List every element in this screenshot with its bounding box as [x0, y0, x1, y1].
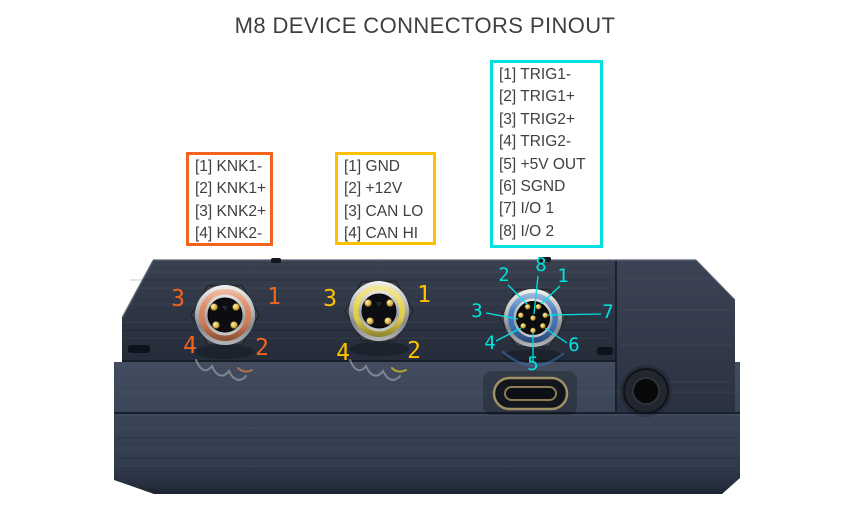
trigger-number-8: 8: [535, 254, 546, 276]
power-number-1: 1: [417, 282, 431, 308]
trigger-number-6: 6: [568, 334, 579, 356]
trigger-number-5: 5: [527, 353, 538, 375]
knk-reflection: [195, 359, 247, 381]
trigger-io-connector-graphic: 2 8 1 3 7 4 6 5: [471, 254, 613, 375]
trigger-number-7: 7: [602, 301, 613, 323]
usb-c-port: [483, 371, 577, 415]
power-can-pinout-box: [1] GND [2] +12V [3] CAN LO [4] CAN HI: [335, 152, 436, 245]
knk-number-3: 3: [171, 286, 185, 312]
trigger-io-pinout-box: [1] TRIG1- [2] TRIG1+ [3] TRIG2+ [4] TRI…: [490, 60, 603, 248]
knk-number-4: 4: [183, 333, 197, 359]
power-pin-1-label: [1] GND: [344, 158, 400, 175]
right-chamfer-edge: [695, 259, 736, 301]
trigger-number-2: 2: [498, 264, 509, 286]
knk-keying-notch: [222, 306, 228, 311]
plate-slot-right: [597, 347, 613, 355]
trigger-pin-4-label: [4] TRIG2-: [499, 133, 572, 151]
knk-number-1: 1: [267, 284, 281, 310]
top-notch-right: [538, 257, 551, 262]
knk-pinout-box: [1] KNK1- [2] KNK1+ [3] KNK2+ [4] KNK2-: [186, 152, 273, 246]
trigger-number-3: 3: [471, 300, 482, 322]
plate-slot-left: [128, 345, 150, 353]
trigger-pin-8-label: [8] I/O 2: [499, 222, 555, 240]
device-body: [114, 257, 740, 494]
top-notch-left: [271, 258, 281, 263]
trigger-reflection-tint: [501, 350, 565, 367]
knk-reflection-tint: [237, 367, 253, 373]
knk-pin-3-label: [3] KNK2+: [195, 202, 267, 220]
knk-pin-numbers: 3 1 4 2: [171, 284, 281, 361]
power-number-3: 3: [323, 286, 337, 312]
power-pin-3-label: [3] CAN LO: [344, 202, 424, 220]
trigger-pin-5-label: [5] +5V OUT: [499, 155, 586, 173]
knk-connector-graphic: 3 1 4 2: [171, 284, 281, 361]
power-can-connector-graphic: 3 1 4 2: [323, 280, 431, 366]
knk-pin-4-label: [4] KNK2-: [195, 225, 263, 243]
trigger-pin-1-label: [1] TRIG1-: [499, 66, 572, 83]
trigger-number-4: 4: [484, 332, 495, 354]
power-pins: [364, 299, 394, 325]
power-number-2: 2: [407, 338, 421, 364]
power-connector-shadow: [349, 342, 409, 356]
audio-jack-rim: [632, 377, 660, 405]
audio-jack: [620, 365, 672, 417]
knk-connector-shadow: [195, 345, 255, 359]
usb-c-tongue: [504, 386, 557, 401]
power-number-4: 4: [336, 340, 350, 366]
trigger-leader-lines: [485, 275, 602, 363]
power-pin-numbers: 3 1 4 2: [323, 282, 431, 366]
knk-pin-1-label: [1] KNK1-: [195, 158, 263, 175]
power-pin-4-label: [4] CAN HI: [344, 225, 419, 243]
trigger-number-1: 1: [557, 265, 568, 287]
knk-pin-2-label: [2] KNK1+: [195, 180, 267, 198]
trigger-pin-6-label: [6] SGND: [499, 177, 566, 195]
trigger-pins: [517, 303, 549, 334]
trigger-pin-3-label: [3] TRIG2+: [499, 110, 575, 128]
audio-jack-hole: [633, 378, 659, 404]
power-keying-notch: [376, 302, 382, 307]
left-chamfer-edge: [121, 260, 154, 319]
trigger-pin-numbers: 2 8 1 3 7 4 6 5: [471, 254, 613, 375]
knk-pins: [210, 303, 240, 329]
power-pin-2-label: [2] +12V: [344, 180, 403, 198]
trigger-pin-2-label: [2] TRIG1+: [499, 88, 575, 106]
power-reflection-tint: [391, 367, 407, 373]
trigger-pin-7-label: [7] I/O 1: [499, 200, 555, 218]
device-lower-body: [114, 362, 740, 494]
knk-number-2: 2: [255, 335, 269, 361]
diagram-title: M8 DEVICE CONNECTORS PINOUT: [234, 13, 616, 38]
power-reflection: [349, 359, 401, 381]
